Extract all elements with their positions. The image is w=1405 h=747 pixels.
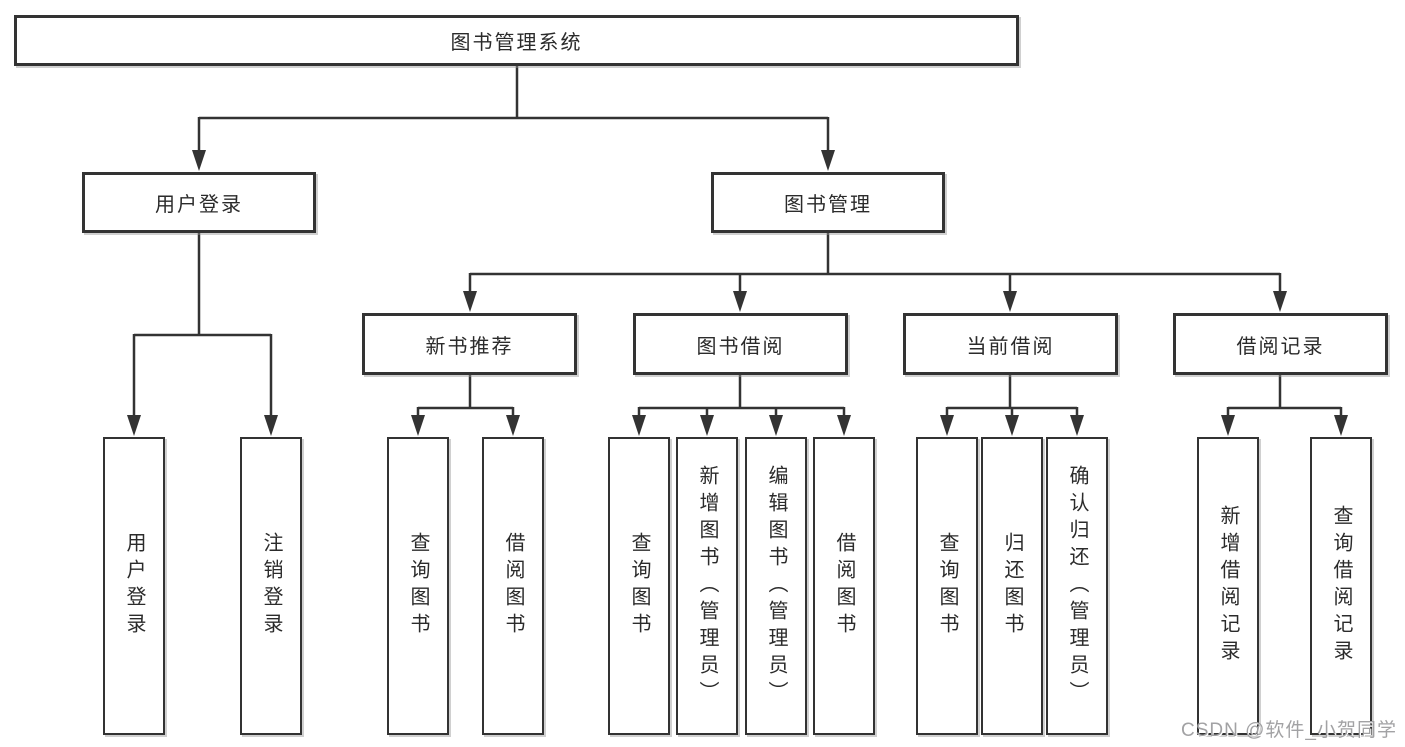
node-book-borrowing: 图书借阅 xyxy=(633,313,848,375)
node-book-management: 图书管理 xyxy=(711,172,945,233)
node-new-book-recommend: 新书推荐 xyxy=(362,313,577,375)
leaf-query-borrow-record: 查询借阅记录 xyxy=(1310,437,1372,735)
arrowheads xyxy=(127,150,1348,436)
leaf-confirm-return-admin: 确认归还（管理员） xyxy=(1046,437,1108,735)
leaf-add-borrow-record: 新增借阅记录 xyxy=(1197,437,1259,735)
leaf-query-books-borrowing: 查询图书 xyxy=(608,437,670,735)
leaf-borrow-books-borrowing: 借阅图书 xyxy=(813,437,875,735)
node-user-login: 用户登录 xyxy=(82,172,316,233)
leaf-query-books-current: 查询图书 xyxy=(916,437,978,735)
leaf-edit-books-admin: 编辑图书（管理员） xyxy=(745,437,807,735)
leaf-borrow-books-recommend: 借阅图书 xyxy=(482,437,544,735)
node-library-management-system: 图书管理系统 xyxy=(14,15,1019,66)
leaf-user-login: 用户登录 xyxy=(103,437,165,735)
node-borrow-records: 借阅记录 xyxy=(1173,313,1388,375)
leaf-query-books-recommend: 查询图书 xyxy=(387,437,449,735)
leaf-return-books: 归还图书 xyxy=(981,437,1043,735)
leaf-add-books-admin: 新增图书（管理员） xyxy=(676,437,738,735)
node-current-borrowing: 当前借阅 xyxy=(903,313,1118,375)
leaf-logout: 注销登录 xyxy=(240,437,302,735)
